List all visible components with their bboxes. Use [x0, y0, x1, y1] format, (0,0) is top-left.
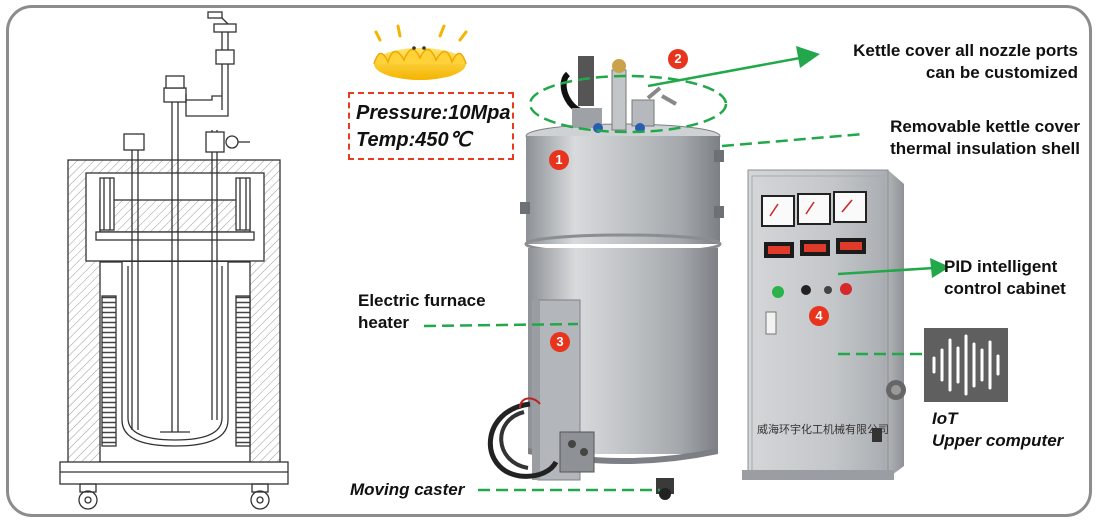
cover-arrow-line — [647, 56, 801, 88]
callout-lines — [423, 56, 935, 492]
kettle-cover-label: Kettle cover all nozzle ports can be cus… — [853, 41, 1078, 82]
spec-box: Pressure:10Mpa Temp:450℃ — [348, 92, 514, 160]
pid-callout-line — [837, 266, 935, 276]
heater-label: Electric furnace heater — [358, 291, 486, 332]
removable-cover-label: Removable kettle cover thermal insulatio… — [890, 117, 1080, 158]
removable-callout-line — [721, 132, 865, 148]
badge-3: 3 — [550, 332, 570, 352]
reactor-kettle — [487, 56, 724, 500]
badge-2: 2 — [668, 49, 688, 69]
iot-label: IoT Upper computer — [932, 409, 1064, 450]
pid-cabinet-label: PID intelligent control cabinet — [944, 257, 1066, 298]
heater-callout-line — [423, 322, 579, 328]
soundwave-icon — [924, 328, 1008, 402]
sun-icon — [373, 24, 468, 80]
caster-label: Moving caster — [350, 480, 465, 499]
pressure-spec: Pressure:10Mpa — [356, 102, 511, 124]
temperature-spec: Temp:450℃ — [356, 129, 472, 151]
badge-4: 4 — [809, 306, 829, 326]
reactor-cross-section-drawing — [59, 11, 289, 510]
cabinet-manufacturer-text: 威海环宇化工机械有限公司 — [757, 423, 889, 436]
badge-1: 1 — [549, 150, 569, 170]
callout-arrowheads — [796, 46, 950, 278]
cover-highlight-ellipse — [528, 74, 728, 134]
